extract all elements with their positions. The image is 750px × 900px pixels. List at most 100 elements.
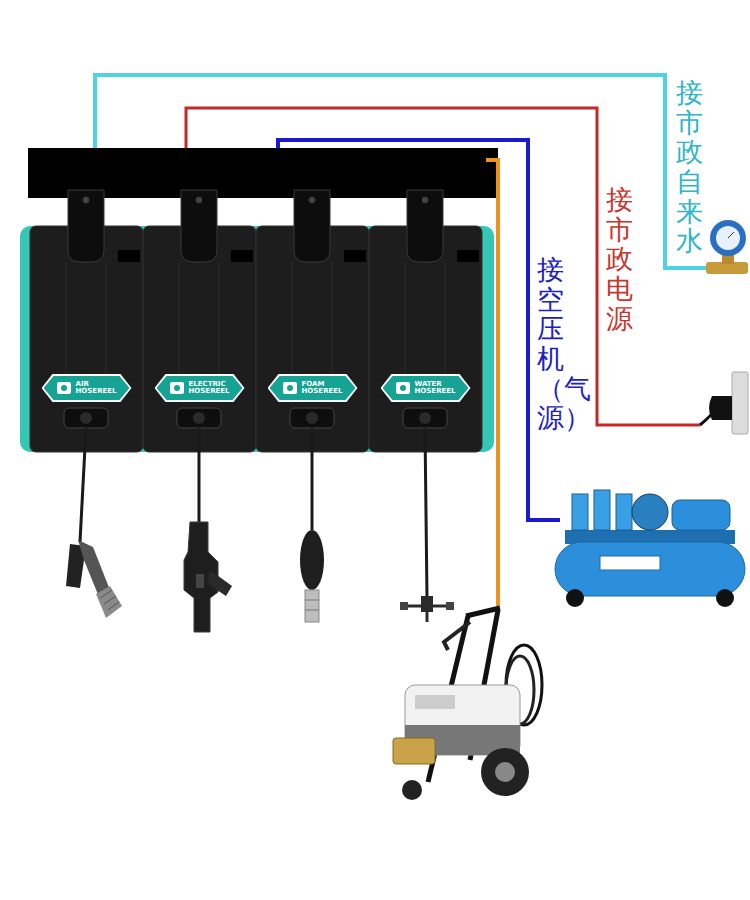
electric-tool bbox=[184, 522, 232, 632]
water-nozzle-part bbox=[446, 602, 454, 610]
reel-badge-fill: FOAM HOSEREEL bbox=[270, 376, 356, 400]
air-spray-gun bbox=[66, 540, 122, 618]
air-spray-gun-part bbox=[96, 586, 122, 618]
air-compressor-part bbox=[572, 494, 588, 530]
hose-outlet-part bbox=[80, 412, 92, 424]
hose-outlet bbox=[64, 408, 447, 428]
air-compressor-part bbox=[716, 589, 734, 607]
badge-icon-part bbox=[57, 382, 71, 394]
badge-icon-part bbox=[283, 382, 297, 394]
water-meter-part bbox=[716, 226, 740, 250]
foam-spray-gun-part bbox=[305, 600, 319, 601]
reel-housing-part bbox=[457, 250, 479, 262]
water-nozzle-part bbox=[426, 612, 429, 622]
hanger-tab bbox=[68, 190, 443, 262]
badge-icon-part bbox=[400, 385, 406, 391]
air-compressor-part bbox=[594, 490, 610, 530]
pressure-washer-part bbox=[415, 695, 455, 709]
hanger-tab-part bbox=[309, 197, 315, 203]
hanger-tab-part bbox=[83, 197, 89, 203]
reel-badge: FOAM HOSEREEL bbox=[268, 374, 358, 402]
electric-tool-part bbox=[208, 570, 232, 596]
badge-icon bbox=[170, 382, 184, 394]
water-nozzle-part bbox=[400, 602, 408, 610]
hanger-tab-part bbox=[181, 190, 217, 262]
badge-text-group: FOAM HOSEREEL bbox=[302, 381, 343, 396]
hose-reel: WATER HOSEREEL bbox=[369, 226, 482, 452]
badge-icon-part bbox=[170, 382, 184, 394]
reel-label: WATER HOSEREEL bbox=[415, 381, 456, 396]
badge-text-group: WATER HOSEREEL bbox=[415, 381, 456, 396]
air-spray-gun-part bbox=[78, 540, 110, 597]
power-plug-part bbox=[709, 396, 732, 420]
connection-label: 接市政自来水 bbox=[676, 78, 703, 256]
reel-badge-fill: WATER HOSEREEL bbox=[383, 376, 469, 400]
reel-housing-part bbox=[231, 250, 253, 262]
hose-part bbox=[425, 428, 427, 598]
air-compressor-part bbox=[566, 589, 584, 607]
power-plug-part bbox=[732, 372, 748, 434]
water-meter-part bbox=[710, 220, 746, 256]
badge-icon-part bbox=[174, 385, 180, 391]
hose-part bbox=[311, 428, 314, 530]
badge-text-group: AIR HOSEREEL bbox=[76, 381, 117, 396]
badge-icon bbox=[283, 382, 297, 394]
air-spray-gun-part bbox=[104, 596, 116, 604]
reel-label: AIR HOSEREEL bbox=[76, 381, 117, 396]
pressure-washer-part bbox=[495, 762, 515, 782]
pressure-washer-part bbox=[444, 622, 470, 650]
badge-icon-part bbox=[396, 382, 410, 394]
water-nozzle bbox=[400, 596, 454, 622]
air-compressor bbox=[555, 490, 745, 607]
reel-badge-fill: AIR HOSEREEL bbox=[44, 376, 130, 400]
hose-reel: ELECTRIC HOSEREEL bbox=[143, 226, 256, 452]
badge-icon-part bbox=[61, 385, 67, 391]
reel-label: FOAM HOSEREEL bbox=[302, 381, 343, 396]
foam-spray-gun-part bbox=[300, 530, 324, 590]
air-spray-gun-part bbox=[100, 590, 112, 598]
pressure-washer bbox=[393, 608, 542, 800]
badge-icon bbox=[396, 382, 410, 394]
foam-spray-gun-part bbox=[305, 610, 319, 611]
hose-outlet-part bbox=[419, 412, 431, 424]
foam-spray-gun-part bbox=[305, 590, 319, 622]
reel-badge-fill: ELECTRIC HOSEREEL bbox=[157, 376, 243, 400]
water-meter bbox=[706, 220, 748, 274]
connection-label: 接空压机（气源） bbox=[537, 255, 564, 433]
hose-reel: FOAM HOSEREEL bbox=[256, 226, 369, 452]
badge-icon bbox=[57, 382, 71, 394]
hose-outlet-part bbox=[403, 408, 447, 428]
hanger-tab-part bbox=[422, 197, 428, 203]
air-compressor-part bbox=[555, 542, 745, 596]
hanger-tab-part bbox=[407, 190, 443, 262]
hose-outlet-part bbox=[64, 408, 108, 428]
hose-outlet-part bbox=[177, 408, 221, 428]
water-nozzle-part bbox=[403, 605, 452, 608]
hanger-tab-part bbox=[196, 197, 202, 203]
hose-outlet-part bbox=[306, 412, 318, 424]
air-compressor-part bbox=[616, 494, 632, 530]
air-spray-gun-part bbox=[108, 602, 119, 610]
reel-badge: ELECTRIC HOSEREEL bbox=[155, 374, 245, 402]
air-compressor-part bbox=[632, 494, 668, 530]
pressure-washer-part bbox=[481, 748, 529, 796]
hanger-tab-part bbox=[294, 190, 330, 262]
hose-part bbox=[198, 428, 201, 522]
reel-badge: AIR HOSEREEL bbox=[42, 374, 132, 402]
pressure-washer-part bbox=[402, 780, 422, 800]
power-plug-part bbox=[700, 414, 712, 425]
hose-part bbox=[80, 428, 86, 542]
reel-badge: WATER HOSEREEL bbox=[381, 374, 471, 402]
electric-tool-part bbox=[196, 574, 204, 588]
pressure-washer-part bbox=[393, 738, 435, 764]
power-plug bbox=[700, 372, 748, 434]
water-meter-part bbox=[728, 232, 734, 238]
hose-reel: AIR HOSEREEL bbox=[30, 226, 143, 452]
hose bbox=[80, 428, 427, 598]
hanger-tab-part bbox=[68, 190, 104, 262]
badge-icon-part bbox=[287, 385, 293, 391]
air-compressor-part bbox=[600, 556, 660, 570]
connection-label: 接市政电源 bbox=[606, 185, 633, 333]
